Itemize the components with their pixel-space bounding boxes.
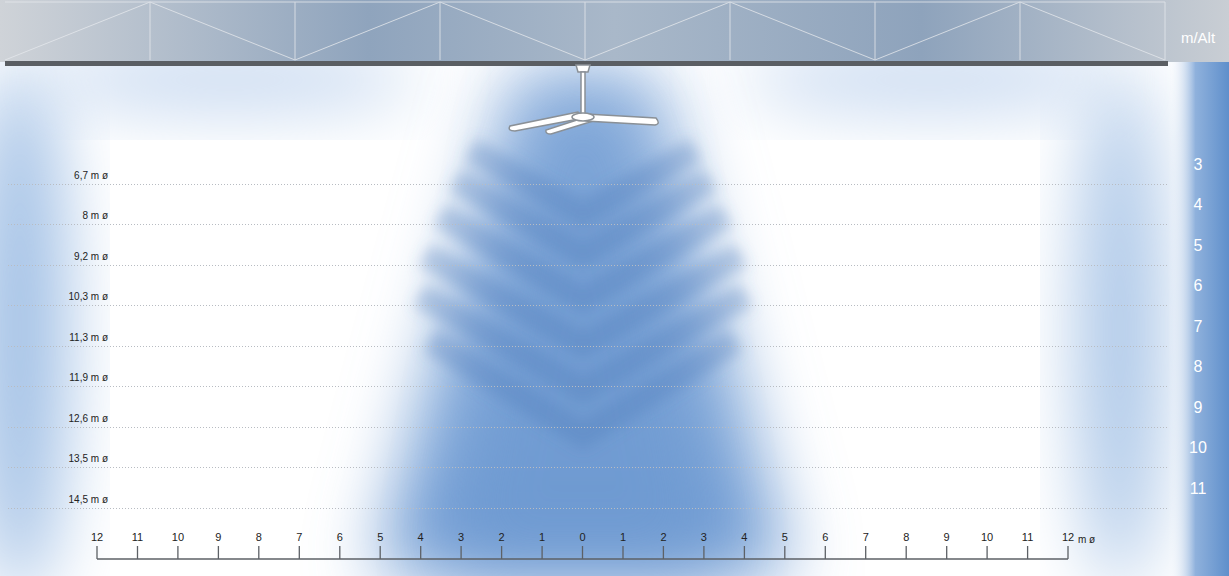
dimension-label: 4 [1194, 196, 1203, 213]
dimension-label: 6 [822, 531, 828, 543]
dimension-label: 9 [1194, 399, 1203, 416]
dimension-label: 11,3 m ø [69, 332, 108, 343]
scale-bar [97, 546, 1068, 559]
dimension-label: 8 [256, 531, 262, 543]
label-holder: 8 m ø [82, 205, 108, 223]
label-holder: m ø [1078, 529, 1095, 547]
dimension-label: 7 [863, 531, 869, 543]
label-holder: 2 [660, 527, 666, 545]
dimension-label: 2 [499, 531, 505, 543]
label-holder: 9,2 m ø [74, 246, 108, 264]
dimension-label: 12 [91, 531, 103, 543]
dimension-label: 4 [741, 531, 747, 543]
label-holder: 5 [782, 527, 788, 545]
air-cloud [0, 50, 1229, 576]
label-holder: 8 [256, 527, 262, 545]
dimension-label: 2 [660, 531, 666, 543]
label-holder: 14,5 m ø [69, 489, 108, 507]
axis-title: m/Alt [1181, 29, 1215, 46]
dimension-label: 8 [903, 531, 909, 543]
label-holder: 11,3 m ø [69, 327, 108, 345]
roof-truss [0, 0, 1229, 66]
label-holder: 12,6 m ø [69, 408, 108, 426]
label-holder: 4 [741, 527, 747, 545]
dimension-label: 1 [620, 531, 626, 543]
label-holder: 8 [903, 527, 909, 545]
label-holder: 11 [1190, 480, 1207, 498]
dimension-label: 14,5 m ø [69, 494, 108, 505]
label-holder: 6 [337, 527, 343, 545]
dimension-label: 9 [215, 531, 221, 543]
label-holder: 10 [172, 527, 184, 545]
label-holder: 4 [1194, 196, 1203, 214]
dimension-label: 8 m ø [82, 210, 108, 221]
dimension-label: 5 [782, 531, 788, 543]
label-holder: 5 [1194, 237, 1203, 255]
label-holder: 11,9 m ø [69, 367, 108, 385]
dimension-label: 13,5 m ø [69, 453, 108, 464]
dimension-label: 6 [337, 531, 343, 543]
row-lines [8, 185, 1168, 509]
ceiling-fan [509, 65, 658, 134]
dimension-label: 10,3 m ø [69, 291, 108, 302]
dimension-label: 10 [981, 531, 993, 543]
dimension-label: 0 [579, 531, 585, 543]
dimension-label: 6 [1194, 277, 1203, 294]
label-holder: 4 [418, 527, 424, 545]
dimension-label: 7 [1194, 318, 1203, 335]
label-holder: 7 [1194, 318, 1203, 336]
label-holder: 0 [579, 527, 585, 545]
label-holder: 9 [215, 527, 221, 545]
dimension-label: 7 [296, 531, 302, 543]
label-holder: 8 [1194, 358, 1203, 376]
label-holder: 7 [863, 527, 869, 545]
label-holder: 2 [499, 527, 505, 545]
dimension-label: 4 [418, 531, 424, 543]
label-holder: 10,3 m ø [69, 286, 108, 304]
label-holder: 3 [1194, 156, 1203, 174]
label-holder: 9 [1194, 399, 1203, 417]
dimension-label: 1 [539, 531, 545, 543]
flow-chevrons [420, 150, 746, 435]
dimension-label: 12,6 m ø [69, 413, 108, 424]
label-holder: 1 [539, 527, 545, 545]
dimension-label: 6,7 m ø [74, 170, 108, 181]
label-holder: 13,5 m ø [69, 448, 108, 466]
label-holder: 6,7 m ø [74, 165, 108, 183]
label-holder: 6 [822, 527, 828, 545]
dimension-label: 10 [1189, 439, 1207, 456]
label-holder: 11 [1022, 527, 1033, 545]
dimension-label: 5 [1194, 237, 1203, 254]
dimension-label: 5 [377, 531, 383, 543]
dimension-label: 3 [701, 531, 707, 543]
dimension-label: 11 [1190, 480, 1207, 497]
label-holder: 5 [377, 527, 383, 545]
dimension-label: 3 [458, 531, 464, 543]
label-holder: 10 [1189, 439, 1207, 457]
label-holder: 7 [296, 527, 302, 545]
dimension-label: 11 [132, 531, 143, 543]
dimension-label: 9 [944, 531, 950, 543]
label-holder: 12 [1062, 527, 1074, 545]
dimension-label: m ø [1078, 534, 1095, 545]
label-holder: 9 [944, 527, 950, 545]
label-holder: 1 [620, 527, 626, 545]
label-holder: 10 [981, 527, 993, 545]
dimension-label: 11,9 m ø [69, 372, 108, 383]
label-holder: 3 [458, 527, 464, 545]
dimension-label: 12 [1062, 531, 1074, 543]
label-holder: 12 [91, 527, 103, 545]
dimension-label: 11 [1022, 531, 1033, 543]
dimension-label: 9,2 m ø [74, 251, 108, 262]
label-holder: 6 [1194, 277, 1203, 295]
label-holder: m/Alt [1181, 29, 1215, 47]
label-holder: 11 [132, 527, 143, 545]
dimension-label: 10 [172, 531, 184, 543]
dimension-label: 8 [1194, 358, 1203, 375]
label-holder: 3 [701, 527, 707, 545]
dimension-label: 3 [1194, 156, 1203, 173]
